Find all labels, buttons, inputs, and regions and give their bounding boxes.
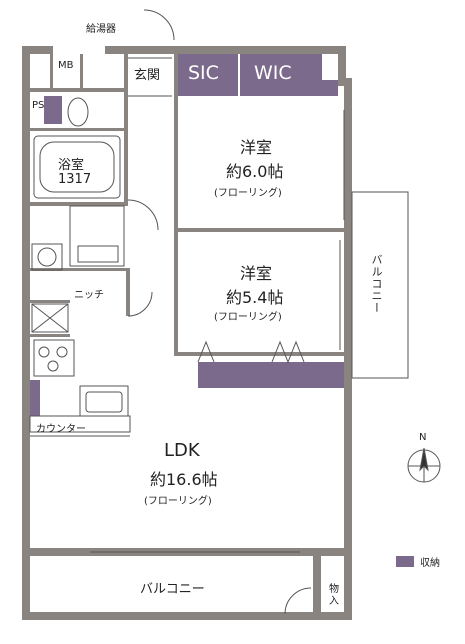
legend-storage-label: 収納: [420, 558, 440, 569]
bedroom1-size: 約6.0帖: [226, 162, 284, 181]
storage-areas: [30, 54, 344, 416]
mb-label: MB: [58, 60, 74, 71]
closet-storage: [198, 362, 344, 388]
balcony-side-label: バルコニー: [370, 254, 383, 314]
ldk-floor: (フローリング): [144, 496, 212, 507]
entrance-label: 玄関: [134, 68, 161, 83]
niche-label: ニッチ: [74, 290, 104, 301]
wic-label: WIC: [254, 62, 292, 84]
kitchen-storage: [30, 380, 40, 416]
ps-label: PS: [32, 100, 45, 111]
balcony-bottom-label: バルコニー: [140, 582, 205, 597]
interior-walls: [30, 46, 344, 356]
ldk-size: 約16.6帖: [150, 470, 218, 489]
walls: [22, 46, 352, 620]
bath-name: 浴室: [58, 158, 85, 173]
counter-label: カウンター: [36, 424, 86, 435]
bedroom2-size: 約5.4帖: [226, 288, 284, 307]
water-heater-label: 給湯器: [86, 24, 116, 35]
wic-storage: [240, 54, 322, 96]
sic-storage: [178, 54, 238, 96]
wic-corner-storage: [322, 80, 338, 96]
storage-in-label: 物入: [329, 584, 339, 607]
compass-icon: [407, 447, 441, 483]
bedroom1-name: 洋室: [240, 138, 273, 157]
bedroom2-name: 洋室: [240, 264, 273, 283]
legend-storage-swatch: [396, 556, 414, 567]
sic-label: SIC: [188, 62, 219, 84]
bedroom1-floor: (フローリング): [214, 188, 282, 199]
bedroom2-floor: (フローリング): [214, 312, 282, 323]
ps-storage: [44, 96, 62, 124]
fixtures: [29, 9, 409, 615]
bath-size: 1317: [58, 172, 92, 187]
ldk-name: LDK: [164, 440, 200, 461]
compass-north-label: N: [419, 432, 427, 443]
